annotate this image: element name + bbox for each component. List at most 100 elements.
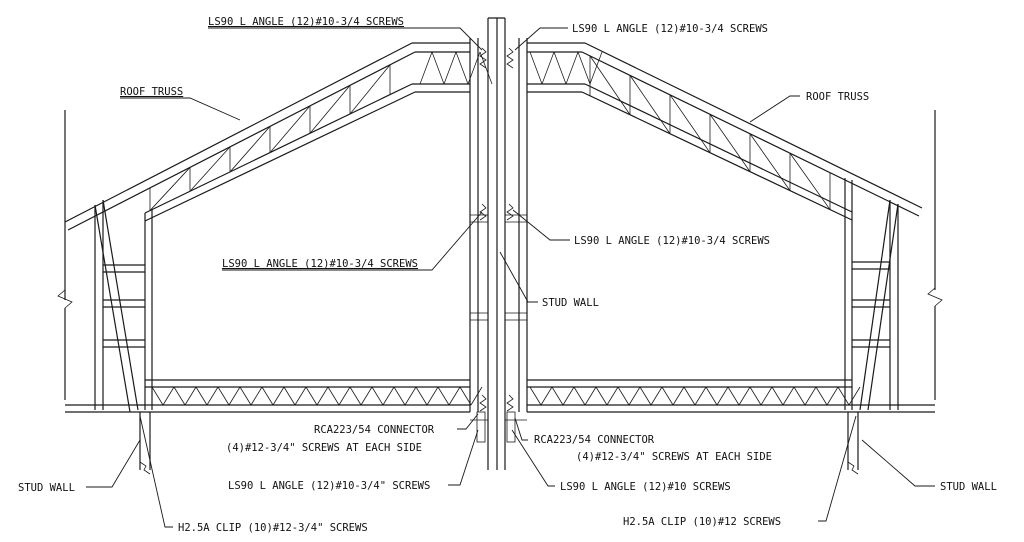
truss-web-member (261, 386, 274, 406)
truss-web-member (848, 386, 861, 406)
truss-web-member (738, 386, 751, 406)
left-frame (57, 110, 153, 475)
truss-web-member (705, 386, 718, 406)
truss-web-member (617, 386, 630, 406)
truss-web-member (269, 105, 311, 153)
truss-web-member (749, 133, 791, 191)
truss-web-member (393, 386, 406, 406)
truss-web-member (239, 386, 252, 406)
truss-web-member (316, 386, 329, 406)
truss-web-member (360, 386, 373, 406)
truss-web-member (173, 386, 186, 406)
truss-web-member (565, 51, 579, 85)
truss-web-member (541, 51, 555, 85)
truss-web-member (217, 386, 230, 406)
label-rca-left-2: (4)#12-3/4" SCREWS AT EACH SIDE (226, 442, 422, 454)
right-roof-truss (527, 42, 923, 221)
label-clip-left: H2.5A CLIP (10)#12-3/4" SCREWS (178, 522, 368, 534)
label-ls90-bottom-left: LS90 L ANGLE (12)#10-3/4" SCREWS (228, 480, 430, 492)
annotations: LS90 L ANGLE (12)#10-3/4 SCREWS LS90 L A… (18, 16, 997, 534)
truss-web-member (650, 386, 663, 406)
truss-web-member (349, 64, 391, 115)
truss-web-member (195, 386, 208, 406)
truss-web-member (551, 386, 564, 406)
truss-web-member (573, 386, 586, 406)
right-frame (844, 110, 943, 475)
truss-web-member (189, 146, 231, 192)
truss-web-member (470, 386, 483, 406)
label-stud-wall-center: STUD WALL (542, 297, 599, 309)
truss-web-member (760, 386, 773, 406)
truss-web-member (826, 386, 839, 406)
truss-web-member (789, 152, 831, 210)
truss-web-member (749, 386, 762, 406)
truss-web-member (309, 85, 351, 134)
truss-web-member (415, 386, 428, 406)
label-stud-wall-right: STUD WALL (940, 481, 997, 493)
truss-web-member (716, 386, 729, 406)
truss-web-member (683, 386, 696, 406)
truss-web-member (639, 386, 652, 406)
truss-web-member (584, 386, 597, 406)
floor-trusses (65, 379, 935, 413)
label-rca-right-1: RCA223/54 CONNECTOR (534, 434, 655, 446)
truss-web-member (184, 386, 197, 406)
truss-web-member (382, 386, 395, 406)
center-stud-wall (469, 17, 528, 470)
truss-web-member (589, 51, 603, 85)
truss-web-member (404, 386, 417, 406)
label-rca-right-2: (4)#12-3/4" SCREWS AT EACH SIDE (576, 451, 772, 463)
truss-web-member (577, 51, 591, 85)
leader-lines (86, 27, 935, 528)
truss-web-member (709, 114, 751, 172)
truss-web-member (595, 386, 608, 406)
truss-web-member (327, 386, 340, 406)
truss-web-member (272, 386, 285, 406)
truss-web-member (459, 386, 472, 406)
truss-web-member (793, 386, 806, 406)
truss-web-member (727, 386, 740, 406)
truss-web-member (294, 386, 307, 406)
truss-web-member (448, 386, 461, 406)
truss-web-member (250, 386, 263, 406)
truss-web-member (771, 386, 784, 406)
truss-web-member (606, 386, 619, 406)
truss-web-member (529, 51, 543, 85)
truss-web-member (426, 386, 439, 406)
truss-web-member (669, 94, 711, 153)
truss-web-member (661, 386, 674, 406)
truss-web-member (694, 386, 707, 406)
label-rca-left-1: RCA223/54 CONNECTOR (314, 424, 435, 436)
truss-web-member (305, 386, 318, 406)
truss-web-member (629, 75, 671, 134)
truss-web-member (804, 386, 817, 406)
truss-web-member (151, 386, 164, 406)
truss-web-member (553, 51, 567, 85)
truss-web-member (540, 386, 553, 406)
label-clip-right: H2.5A CLIP (10)#12 SCREWS (623, 516, 781, 528)
truss-web-member (431, 51, 445, 85)
truss-web-member (437, 386, 450, 406)
truss-web-member (815, 386, 828, 406)
truss-web-member (455, 51, 469, 85)
truss-web-member (782, 386, 795, 406)
truss-web-member (672, 386, 685, 406)
truss-web-member (837, 386, 850, 406)
label-ls90-top-left: LS90 L ANGLE (12)#10-3/4 SCREWS (208, 16, 404, 28)
truss-web-member (562, 386, 575, 406)
label-roof-truss-left: ROOF TRUSS (120, 86, 183, 98)
truss-web-member (349, 386, 362, 406)
label-ls90-bottom-right: LS90 L ANGLE (12)#10 SCREWS (560, 481, 731, 493)
truss-web-member (162, 386, 175, 406)
truss-web-member (419, 51, 433, 85)
label-ls90-mid-left: LS90 L ANGLE (12)#10-3/4 SCREWS (222, 258, 418, 270)
truss-web-member (371, 386, 384, 406)
truss-web-member (228, 386, 241, 406)
label-ls90-top-right: LS90 L ANGLE (12)#10-3/4 SCREWS (572, 23, 768, 35)
truss-web-member (229, 126, 271, 173)
label-ls90-mid-right: LS90 L ANGLE (12)#10-3/4 SCREWS (574, 235, 770, 247)
truss-web-member (149, 167, 191, 211)
truss-web-member (206, 386, 219, 406)
truss-web-member (338, 386, 351, 406)
